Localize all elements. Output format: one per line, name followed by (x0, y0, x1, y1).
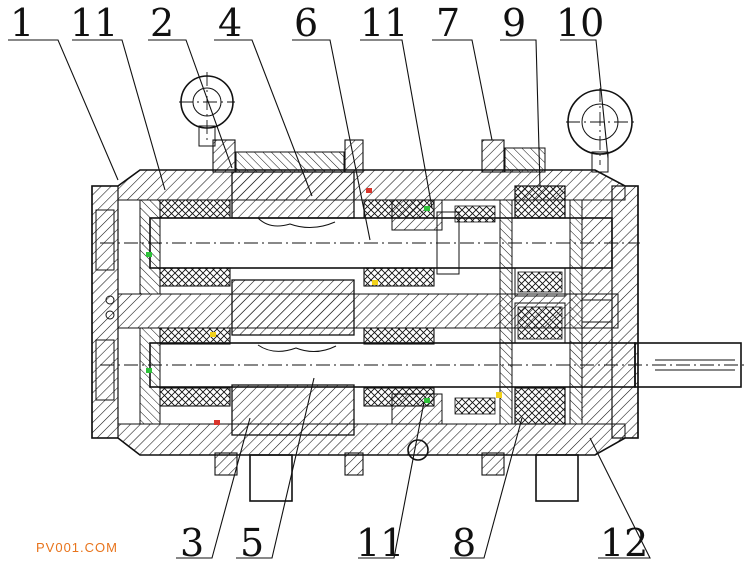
drain-port-icon (407, 439, 429, 461)
rotor-upper (231, 171, 355, 336)
callout-12: 12 (600, 521, 648, 565)
callout-6: 6 (294, 1, 318, 45)
callout-8: 8 (452, 521, 476, 565)
shaft-upper (100, 211, 640, 275)
gear-upper (514, 185, 566, 297)
watermark: PV001.COM (36, 540, 118, 555)
lifting-eye-left (179, 72, 235, 147)
callouts-bottom: 3 5 11 8 12 (180, 521, 648, 565)
callout-3: 3 (180, 521, 204, 565)
gear-lower (496, 302, 566, 425)
gear-end-cover (454, 199, 613, 425)
callout-11: 11 (360, 1, 408, 45)
shaft-lower (100, 342, 745, 388)
callout-4: 4 (218, 1, 242, 45)
callout-11: 11 (70, 1, 118, 45)
bearing-left-upper (146, 199, 231, 287)
rotor-lower (231, 344, 355, 436)
bearing-mid-upper (363, 188, 435, 287)
leader-lines (8, 39, 651, 559)
callout-2: 2 (150, 1, 174, 45)
callout-5: 5 (240, 521, 264, 565)
lifting-eye-right (566, 88, 634, 173)
callout-7: 7 (436, 1, 460, 45)
bearing-mid-lower (210, 327, 435, 425)
callout-11: 11 (356, 521, 404, 565)
end-cover-bolts (95, 209, 115, 401)
callout-9: 9 (502, 1, 526, 45)
callouts-top: 1 11 2 4 6 11 7 9 10 (10, 1, 604, 45)
callout-10: 10 (556, 1, 604, 45)
callout-1: 1 (10, 1, 34, 45)
